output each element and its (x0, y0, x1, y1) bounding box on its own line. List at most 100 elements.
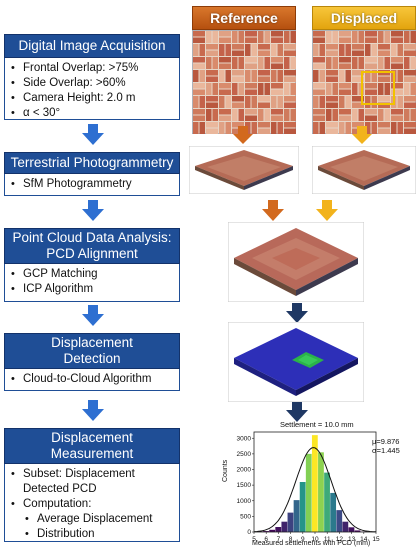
histogram-bar (336, 510, 343, 532)
paver-brick (232, 83, 238, 95)
paver-brick (313, 31, 325, 37)
histogram-bar (348, 527, 355, 532)
paver-brick (271, 89, 283, 95)
paver-brick (339, 122, 345, 134)
x-tick-label: 15 (372, 536, 380, 543)
paver-brick (352, 96, 364, 102)
paver-brick (339, 96, 345, 108)
paver-brick (271, 70, 277, 82)
paver-brick (284, 96, 296, 102)
paver-brick (258, 70, 270, 76)
paver-brick (332, 109, 338, 121)
paver-brick (326, 122, 338, 128)
paver-brick (345, 96, 351, 108)
paver-brick (365, 44, 371, 56)
x-tick-label: 9 (301, 536, 305, 543)
down-arrow-icon (286, 303, 308, 323)
paver-brick (352, 109, 358, 121)
paver-brick (284, 109, 290, 121)
down-arrow-icon (286, 402, 308, 422)
paver-brick (404, 44, 416, 50)
paver-brick (339, 109, 351, 115)
paver-brick (258, 102, 270, 108)
paver-brick (284, 31, 290, 43)
paver-brick (199, 96, 205, 108)
paver-brick (193, 89, 205, 95)
paver-brick (365, 70, 371, 82)
paver-brick (219, 115, 231, 121)
reference-3d-model (189, 146, 299, 194)
paver-brick (378, 96, 390, 102)
bullet-icp-algorithm: •ICP Algorithm (11, 283, 94, 295)
paver-brick (245, 57, 257, 63)
paver-brick (232, 57, 238, 69)
paver-brick (258, 31, 264, 43)
step-pcd-alignment-body: •GCP Matching •ICP Algorithm (4, 264, 180, 302)
paver-brick (371, 70, 377, 82)
paver-brick (339, 31, 351, 37)
reference-label-text: Reference (210, 10, 278, 26)
paver-brick (332, 83, 338, 95)
paver-brick (397, 96, 403, 108)
step-measurement-title-line2: Measurement (50, 446, 134, 461)
paver-brick (378, 122, 390, 128)
chart-stat-sigma: σ=1.445 (372, 446, 400, 455)
paver-brick (290, 83, 296, 95)
paver-brick (378, 57, 384, 69)
paver-brick (219, 83, 231, 89)
paver-brick (245, 109, 257, 115)
y-tick-label: 2500 (237, 451, 252, 458)
paver-brick (284, 70, 296, 76)
paver-brick (404, 102, 416, 108)
paver-brick (271, 96, 277, 108)
paver-brick (277, 44, 283, 56)
displaced-label-text: Displaced (330, 10, 398, 26)
paver-brick (206, 102, 218, 108)
paver-brick (271, 44, 277, 56)
paver-brick (365, 115, 377, 121)
paver-brick (284, 83, 290, 95)
histogram-bar (263, 531, 269, 532)
paver-brick (238, 31, 244, 43)
paver-brick (232, 102, 244, 108)
paver-brick (193, 83, 205, 89)
paver-brick (193, 70, 199, 82)
paver-brick (365, 109, 377, 115)
down-arrow-icon (316, 200, 338, 221)
paver-brick (290, 57, 296, 69)
paver-brick (410, 83, 416, 95)
paver-brick (284, 76, 296, 82)
paver-brick (352, 76, 364, 82)
histogram-bar (311, 435, 318, 532)
paver-brick (345, 44, 351, 56)
paver-brick (284, 128, 296, 134)
bullet-frontal-overlap: •Frontal Overlap: >75% (11, 62, 139, 74)
paver-brick (258, 44, 270, 50)
paver-brick (378, 31, 384, 43)
chart-ylabel: Counts (222, 459, 229, 482)
paver-brick (238, 83, 244, 95)
paver-brick (397, 122, 403, 134)
step-photogrammetry-title: Terrestrial Photogrammetry (4, 152, 180, 174)
paver-brick (206, 109, 212, 121)
paver-brick (339, 89, 351, 95)
histogram-bar (287, 512, 294, 532)
paver-brick (358, 31, 364, 43)
paver-brick (326, 102, 338, 108)
paver-brick (365, 37, 377, 43)
paver-brick (378, 109, 384, 121)
paver-brick (326, 57, 332, 69)
paver-brick (384, 109, 390, 121)
paver-brick (326, 96, 338, 102)
paver-brick (284, 44, 296, 50)
paver-brick (365, 63, 377, 69)
sub-bullet-average: •Average Displacement (25, 513, 153, 525)
paver-brick (206, 57, 212, 69)
paver-brick (358, 109, 364, 121)
paver-brick (258, 128, 270, 134)
paver-brick (352, 70, 364, 76)
paver-brick (277, 122, 283, 134)
histogram-bar (281, 521, 288, 532)
paver-brick (271, 37, 283, 43)
paver-brick (193, 115, 205, 121)
